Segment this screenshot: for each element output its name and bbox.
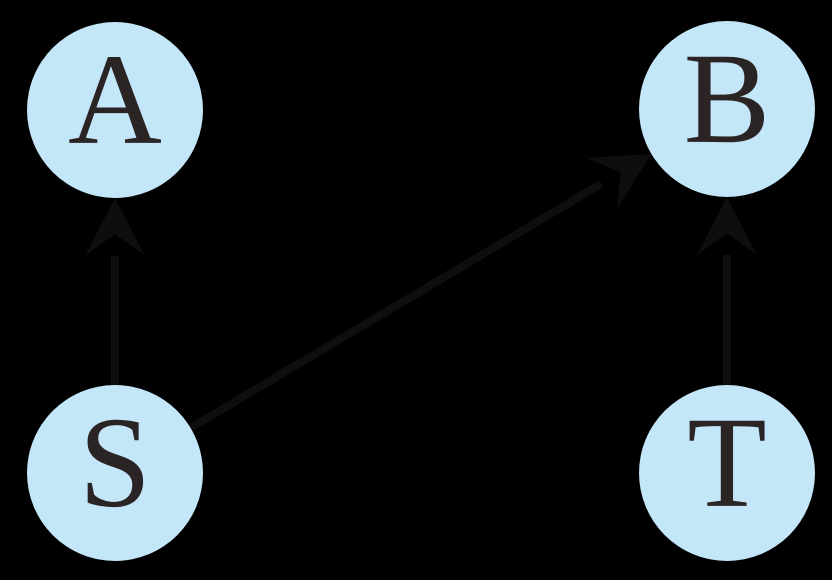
node-circle bbox=[639, 21, 815, 197]
edge-arrowhead bbox=[85, 198, 145, 256]
node-t[interactable]: T bbox=[639, 385, 815, 561]
edge-s-to-a[interactable] bbox=[85, 198, 145, 385]
edge-arrowhead bbox=[586, 153, 652, 210]
node-circle bbox=[639, 385, 815, 561]
node-label: S bbox=[79, 391, 151, 535]
edge-line bbox=[188, 180, 604, 432]
node-a[interactable]: A bbox=[27, 22, 203, 198]
nodes-layer: A B S T bbox=[27, 21, 815, 561]
edge-t-to-b[interactable] bbox=[697, 197, 757, 385]
node-s[interactable]: S bbox=[27, 385, 203, 561]
node-label: A bbox=[68, 28, 162, 172]
node-b[interactable]: B bbox=[639, 21, 815, 197]
edge-arrowhead bbox=[697, 197, 757, 255]
node-circle bbox=[27, 385, 203, 561]
edge-s-to-b[interactable] bbox=[188, 153, 652, 432]
node-label: T bbox=[687, 391, 766, 535]
edges-layer bbox=[85, 153, 757, 432]
node-circle bbox=[27, 22, 203, 198]
node-label: B bbox=[684, 27, 771, 171]
